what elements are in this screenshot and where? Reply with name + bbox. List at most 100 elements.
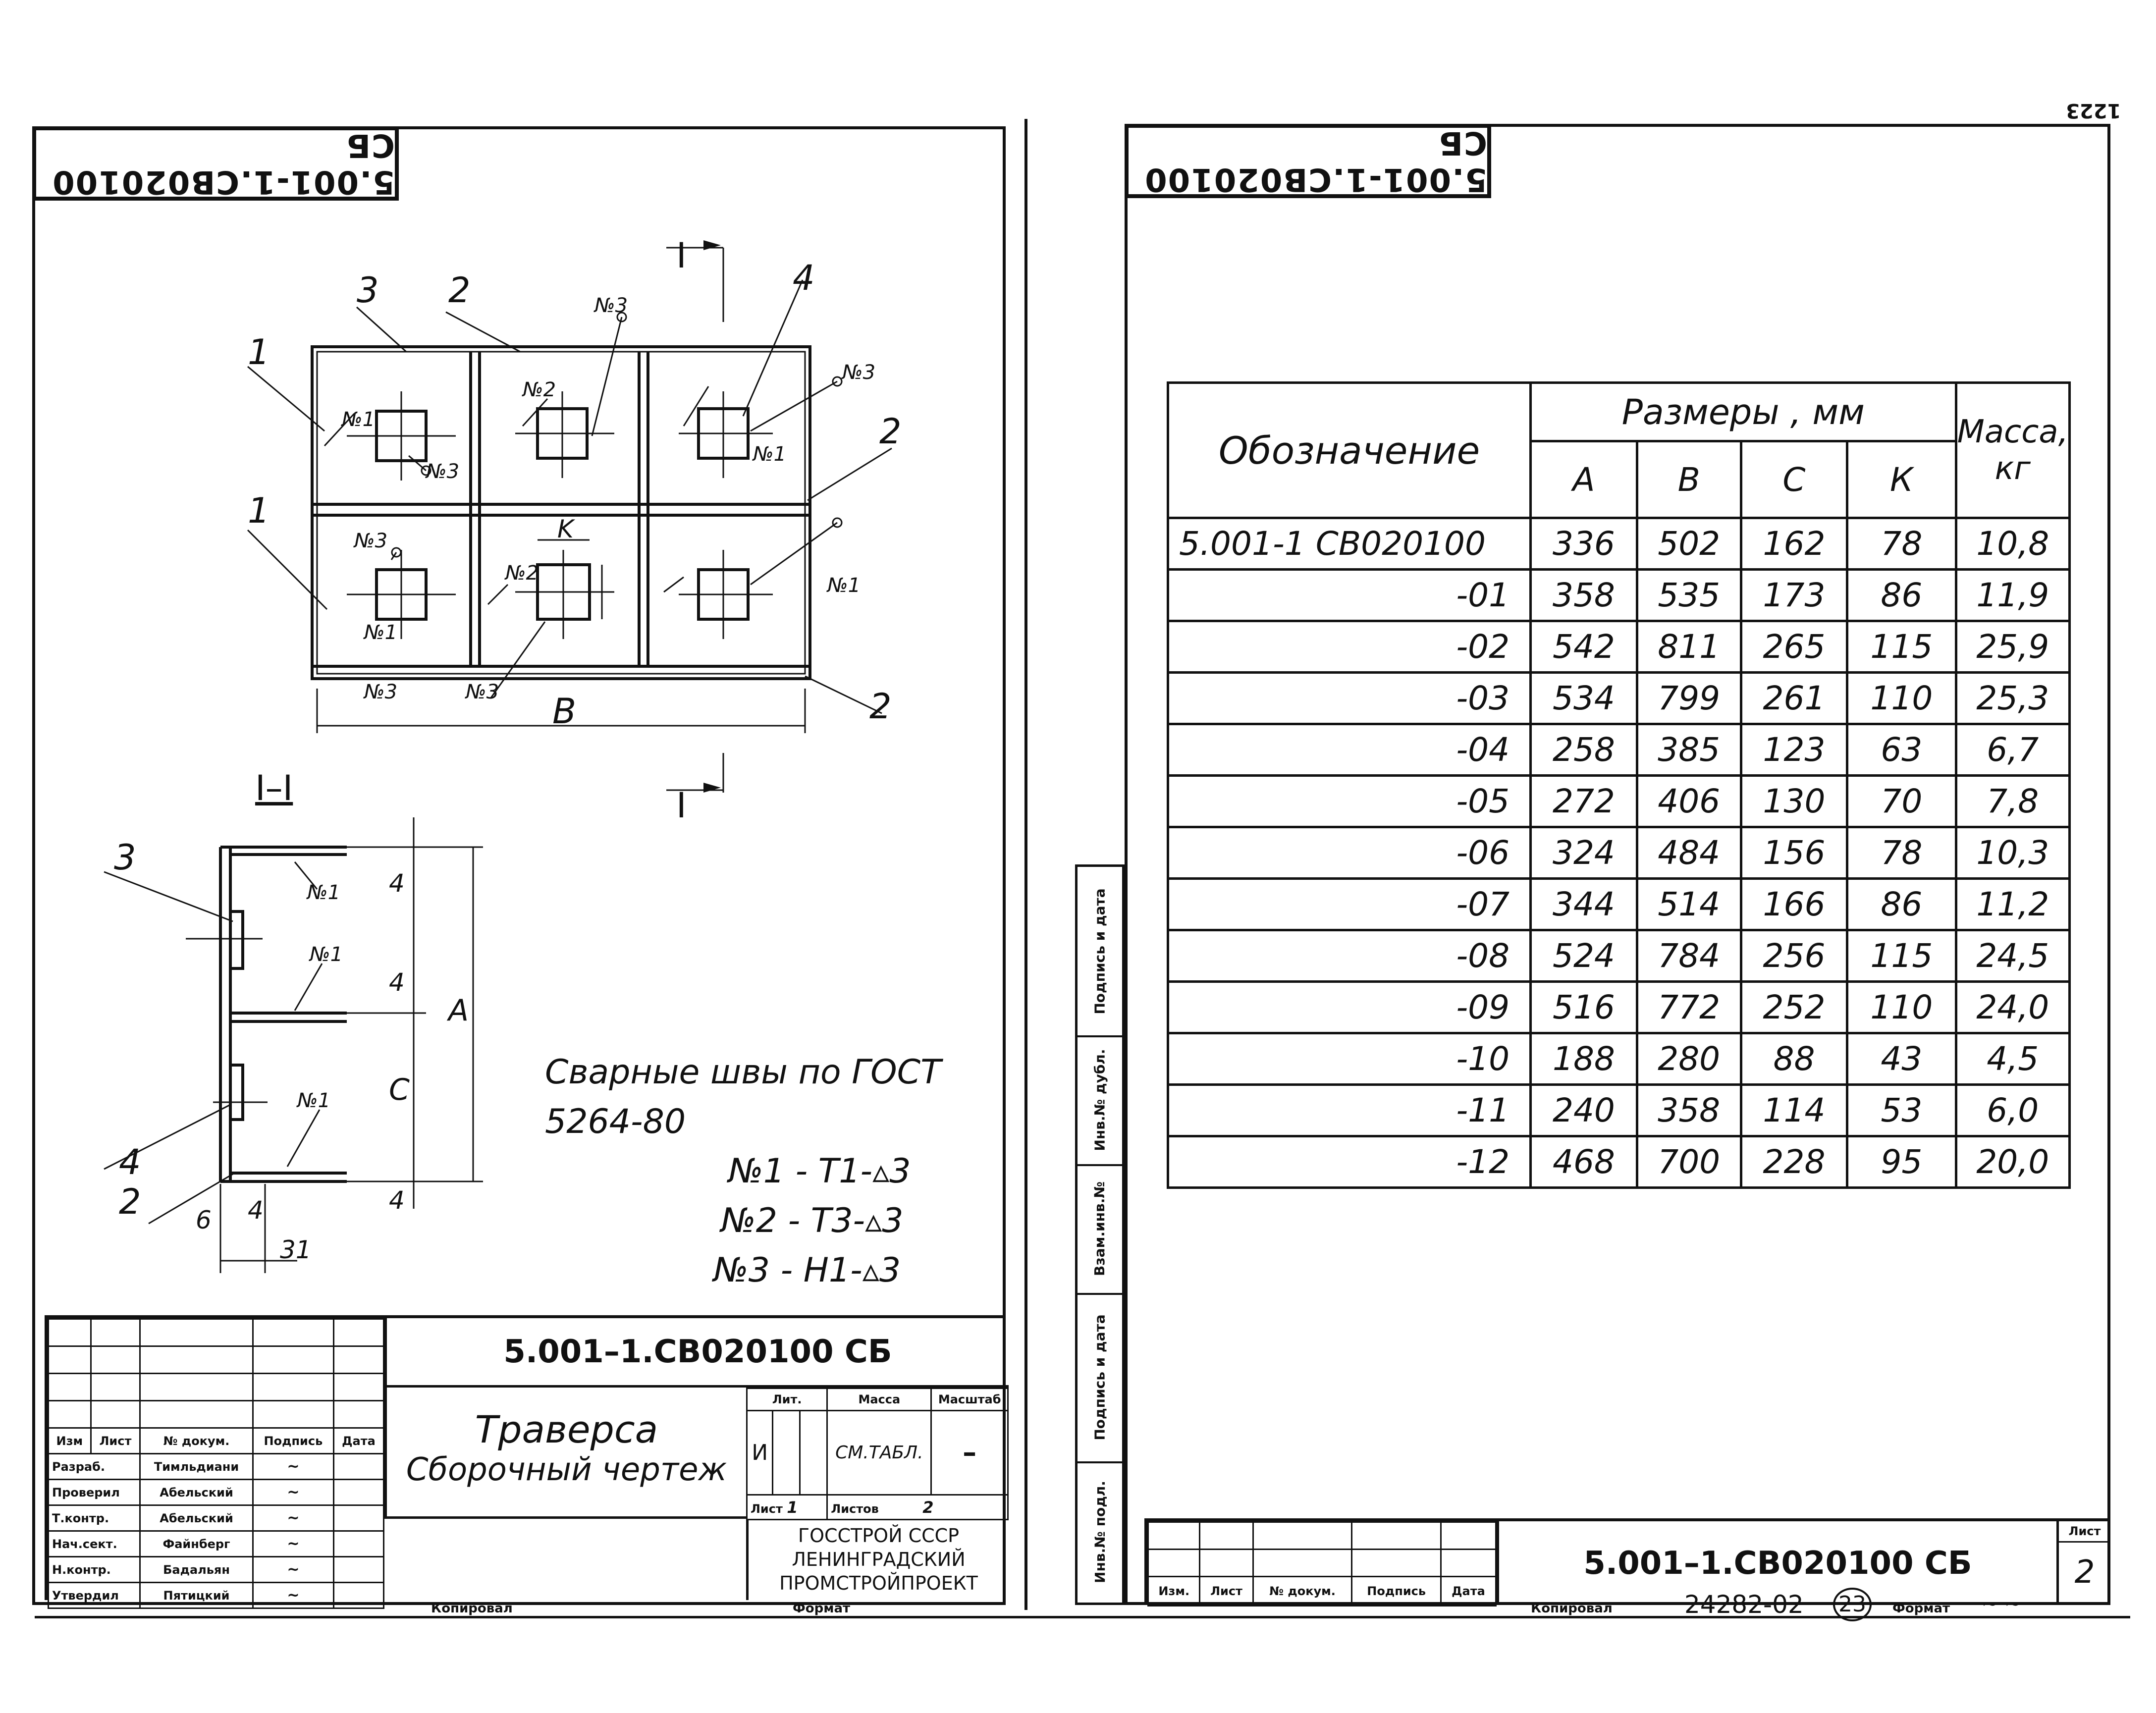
person-5: Пятицкий (139, 1582, 254, 1609)
cell-k: 86 (1846, 877, 1957, 931)
weld-mark-1d: №1 (363, 621, 397, 644)
cell-mass: 7,8 (1954, 774, 2071, 828)
signature-4: ~ (252, 1556, 335, 1583)
r-hdr-sign: Подпись (1351, 1576, 1442, 1606)
th-designation: Обозначение (1166, 381, 1532, 519)
org-cell: ГОССТРОЙ СССР ЛЕНИНГРАДСКИЙ ПРОМСТРОЙПРО… (746, 1519, 1009, 1600)
signature-2: ~ (252, 1504, 335, 1532)
pos-4-top: 4 (793, 258, 815, 298)
person-0: Тимльдиани (139, 1453, 254, 1480)
signature-0: ~ (252, 1453, 335, 1480)
mass-value: СМ.ТАБЛ. (826, 1410, 932, 1496)
cell-a: 344 (1529, 877, 1638, 931)
pos-3-top: 3 (357, 270, 379, 311)
r-hdr-izm: Изм. (1147, 1576, 1201, 1606)
cell-a: 524 (1529, 929, 1638, 983)
sheet-separator (1024, 119, 1027, 1610)
weld-mark-3b: №3 (841, 361, 875, 384)
left-sheet (32, 126, 1006, 1605)
section-dim-a: A (446, 993, 469, 1028)
hdr-sign: Подпись (252, 1427, 335, 1454)
pos-2-right: 2 (879, 411, 902, 452)
cell-a: 240 (1529, 1083, 1638, 1137)
cell-mass: 11,2 (1954, 877, 2071, 931)
weld-mark-3a: №3 (593, 294, 628, 317)
signature-5: ~ (252, 1582, 335, 1609)
cell-b: 784 (1635, 929, 1742, 983)
right-sheet-value: 2 (2074, 1554, 2095, 1591)
cell-c: 156 (1739, 826, 1849, 880)
weld-mark-1b: №1 (752, 443, 786, 466)
cell-mass: 4,5 (1954, 1032, 2071, 1086)
side-strip-2: Подпись и дата (1078, 1293, 1122, 1463)
person-4: Бадальян (139, 1556, 254, 1583)
role-4: Н.контр. (47, 1556, 141, 1583)
cell-k: 110 (1846, 671, 1957, 725)
cell-b: 535 (1635, 568, 1742, 622)
right-title-code-cell: 5.001–1.СВ020100 СБ (1497, 1521, 2056, 1605)
section-dim-4b: 4 (389, 968, 405, 997)
cell-a: 258 (1529, 723, 1638, 777)
weld-mark-3f: №3 (465, 681, 499, 703)
cell-a: 542 (1529, 620, 1638, 674)
pos-2-bottom: 2 (869, 686, 892, 727)
sheets-value: 2 (922, 1498, 934, 1517)
side-strip-3: Взам.инв.№ (1078, 1164, 1122, 1295)
section-pos-3: 3 (114, 837, 136, 878)
r-hdr-date: Дата (1440, 1576, 1497, 1606)
org-line-2: ЛЕНИНГРАДСКИЙ (792, 1549, 966, 1570)
role-5: Утвердил (47, 1582, 141, 1609)
cell-a: 336 (1529, 517, 1638, 571)
cell-k: 70 (1846, 774, 1957, 828)
cell-mass: 6,0 (1954, 1083, 2071, 1137)
cell-designation: -09 (1166, 980, 1532, 1034)
side-strip-4: Инв.№ дубл. (1078, 1035, 1122, 1166)
th-b: В (1635, 440, 1742, 519)
pos-1-mid: 1 (248, 490, 270, 531)
cell-a: 516 (1529, 980, 1638, 1034)
role-3: Нач.сект. (47, 1530, 141, 1557)
scale-value: – (930, 1410, 1009, 1496)
cell-mass: 24,0 (1954, 980, 2071, 1034)
cell-designation: -01 (1166, 568, 1532, 622)
right-mirrored-code-box: 5.001-1.СВ020100 СБ (1125, 124, 1491, 198)
section-dim-31: 31 (280, 1235, 312, 1264)
cell-k: 43 (1846, 1032, 1957, 1086)
lit-label: Лит. (746, 1388, 828, 1411)
right-sheet-label: Лист (2059, 1521, 2110, 1543)
org-line-1: ГОССТРОЙ СССР (798, 1525, 960, 1547)
lit-value: И (746, 1410, 774, 1496)
cell-b: 358 (1635, 1083, 1742, 1137)
cell-a: 272 (1529, 774, 1638, 828)
side-strip: Подпись и дата Инв.№ дубл. Взам.инв.№ По… (1075, 864, 1125, 1605)
cell-a: 468 (1529, 1135, 1638, 1189)
left-title-name-cell: Траверса Сборочный чертеж (384, 1388, 746, 1519)
cell-c: 88 (1739, 1032, 1849, 1086)
left-format-label: Формат (793, 1601, 851, 1616)
cell-c: 261 (1739, 671, 1849, 725)
org-line-3: ПРОМСТРОЙПРОЕКТ (779, 1572, 978, 1594)
cell-c: 173 (1739, 568, 1849, 622)
cell-c: 166 (1739, 877, 1849, 931)
bottom-rule (35, 1616, 2130, 1618)
th-k: К (1846, 440, 1957, 519)
cell-mass: 24,5 (1954, 929, 2071, 983)
section-pos-4: 4 (119, 1142, 141, 1182)
weld-mark-2b: №2 (504, 562, 539, 585)
cell-c: 265 (1739, 620, 1849, 674)
cell-b: 799 (1635, 671, 1742, 725)
cell-k: 110 (1846, 980, 1957, 1034)
cell-c: 228 (1739, 1135, 1849, 1189)
signature-1: ~ (252, 1479, 335, 1506)
sheet-value: 1 (787, 1498, 798, 1517)
cell-c: 256 (1739, 929, 1849, 983)
th-a: А (1529, 440, 1638, 519)
section-mark-bottom: I (676, 785, 687, 826)
cell-a: 188 (1529, 1032, 1638, 1086)
cell-c: 114 (1739, 1083, 1849, 1137)
cell-a: 358 (1529, 568, 1638, 622)
